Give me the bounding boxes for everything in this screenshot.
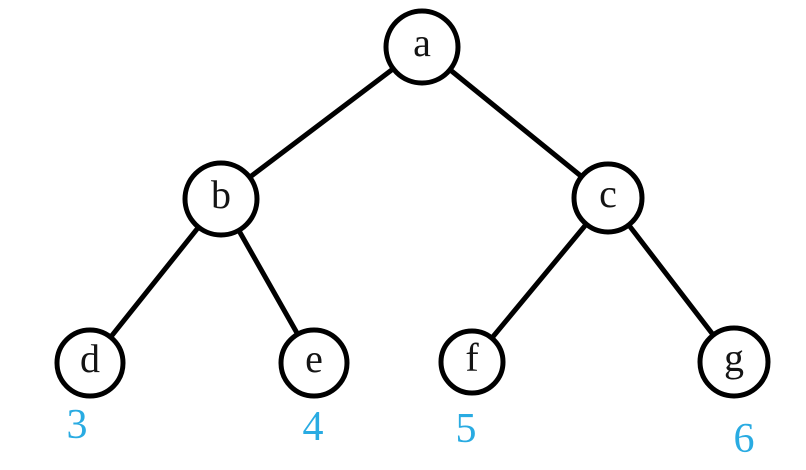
tree-edge-a-b bbox=[218, 44, 425, 202]
node-label-c: c bbox=[599, 171, 617, 216]
tree-node-g bbox=[697, 325, 771, 399]
tree-edge-a-c bbox=[419, 44, 611, 201]
node-label-f: f bbox=[465, 335, 479, 380]
tree-node-b bbox=[182, 160, 260, 238]
tree-node-c bbox=[571, 161, 645, 235]
leaf-value-3: 3 bbox=[67, 402, 88, 448]
tree-node-e bbox=[278, 327, 350, 399]
node-label-a: a bbox=[413, 20, 431, 65]
leaf-value-4: 4 bbox=[303, 404, 324, 450]
node-label-e: e bbox=[305, 336, 323, 381]
tree-node-a bbox=[383, 8, 461, 86]
tree-node-d bbox=[54, 327, 126, 399]
leaf-value-5: 5 bbox=[456, 406, 477, 452]
node-label-b: b bbox=[211, 172, 231, 217]
leaf-value-6: 6 bbox=[734, 416, 755, 462]
tree-node-f bbox=[438, 328, 506, 396]
node-label-g: g bbox=[724, 335, 744, 380]
node-label-d: d bbox=[80, 336, 100, 381]
